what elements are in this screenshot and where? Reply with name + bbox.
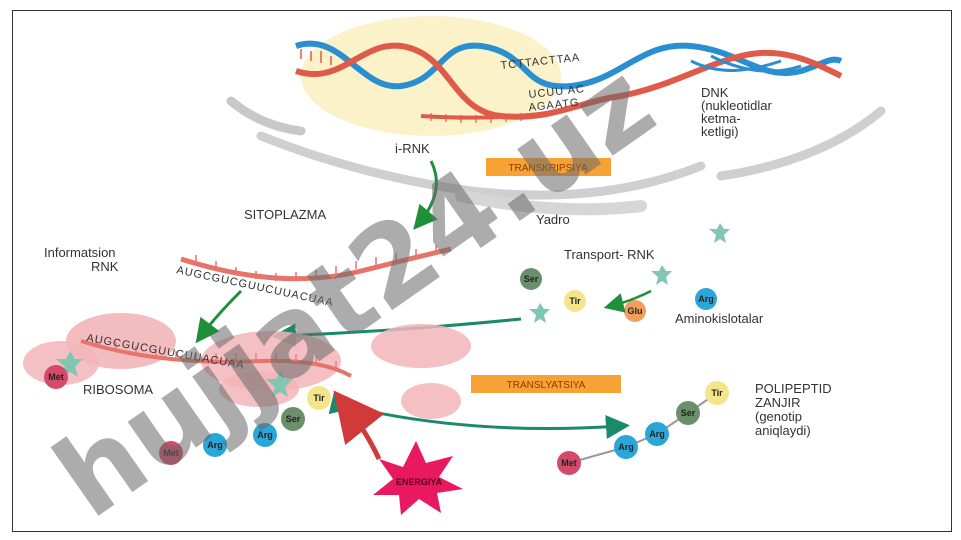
- svg-text:Tir: Tir: [313, 393, 325, 403]
- amino-arg-free: Arg: [695, 288, 717, 310]
- svg-text:Ser: Ser: [286, 414, 301, 424]
- i-rnk-label: i-RNK: [395, 141, 430, 156]
- svg-text:Met: Met: [48, 372, 64, 382]
- dna-sequence-mid: UCUU AC: [528, 83, 585, 101]
- amino-arg-ribosome-1: Arg: [253, 423, 277, 447]
- aminokislotalar-label: Aminokislotalar: [675, 311, 764, 326]
- trna-bound-center: [266, 371, 293, 397]
- ribosoma-label: RIBOSOMA: [83, 382, 153, 397]
- trna-icon-2: [651, 265, 672, 285]
- polipeptid-label-3: (genotip: [755, 409, 802, 424]
- amino-ser-ribosome: Ser: [281, 407, 305, 431]
- energy-arrow: [333, 390, 385, 461]
- dna-sequence-bottom: AGAATG: [528, 97, 580, 114]
- transkripsiya-box: [486, 158, 611, 176]
- mrna-to-ribosome-arrow: [195, 289, 243, 344]
- trna-icon-1: [709, 223, 730, 243]
- svg-text:Tir: Tir: [711, 388, 723, 398]
- translyatsiya-label: TRANSLYATSIYA: [507, 380, 586, 391]
- amino-ser-free: Ser: [520, 268, 542, 290]
- trna-bound-left: [56, 351, 83, 377]
- i-rnk-arrow: [413, 160, 438, 230]
- informatsion-label-1: Informatsion: [44, 245, 116, 260]
- mrna-strand: [180, 246, 452, 282]
- dna-helix: [295, 40, 843, 123]
- svg-text:Arg: Arg: [698, 294, 714, 304]
- amino-met-ribosome: Met: [44, 365, 68, 389]
- informatsion-label-2: RNK: [91, 259, 119, 274]
- ribosome-right-small: [401, 383, 461, 419]
- ribosome-mrna-strand: [80, 339, 352, 378]
- dnk-label-3: ketma-: [701, 111, 741, 126]
- svg-text:Ser: Ser: [524, 274, 539, 284]
- svg-text:Tir: Tir: [569, 296, 581, 306]
- nuclear-envelope-bottom: [455, 190, 647, 216]
- polipeptid-label-2: ZANJIR: [755, 395, 801, 410]
- ribosome-right: [371, 324, 471, 368]
- polipeptid-label-1: POLIPEPTID: [755, 381, 832, 396]
- amino-tir-ribosome: Tir: [307, 386, 331, 410]
- svg-text:Met: Met: [561, 458, 577, 468]
- amino-met-chain-left: Met: [159, 441, 183, 465]
- polypeptide-arg-1: Arg: [614, 435, 638, 459]
- polypeptide-arg-2: Arg: [645, 422, 669, 446]
- svg-text:Glu: Glu: [628, 306, 643, 316]
- translation-arrow: [328, 390, 630, 439]
- svg-text:Arg: Arg: [618, 442, 634, 452]
- diagram-frame: TCTTACTTAA UCUU AC AGAATG DNK (nukleotid…: [12, 10, 952, 532]
- yadro-label: Yadro: [536, 212, 570, 227]
- dnk-label-1: DNK: [701, 85, 729, 100]
- svg-text:Ser: Ser: [681, 408, 696, 418]
- nuclear-envelope-right: [716, 106, 886, 181]
- polipeptid-label-4: aniqlaydi): [755, 423, 811, 438]
- sitoplazma-label: SITOPLAZMA: [244, 207, 326, 222]
- polypeptide-met: Met: [557, 451, 581, 475]
- nuclear-envelope-left: [226, 96, 306, 136]
- svg-text:Arg: Arg: [257, 430, 273, 440]
- polypeptide-ser: Ser: [676, 401, 700, 425]
- energiya-star: [373, 441, 463, 515]
- transkripsiya-label: TRANSKRIPSIYA: [508, 163, 588, 174]
- amino-arg-ribosome-2: Arg: [203, 433, 227, 457]
- energiya-label: ENERGIYA: [396, 477, 443, 487]
- polypeptide-tir: Tir: [705, 381, 729, 405]
- nucleus-glow: [301, 16, 561, 136]
- amino-glu-free: Glu: [624, 300, 646, 322]
- protein-synthesis-diagram: TCTTACTTAA UCUU AC AGAATG DNK (nukleotid…: [23, 16, 886, 531]
- svg-text:Met: Met: [163, 448, 179, 458]
- svg-text:Arg: Arg: [649, 429, 665, 439]
- transport-rnk-label: Transport- RNK: [564, 247, 655, 262]
- dnk-label-2: (nukleotidlar: [701, 98, 772, 113]
- aa-to-trna-arrow: [603, 289, 652, 313]
- nuclear-envelope-arc: [256, 131, 706, 200]
- translyatsiya-box: [471, 375, 621, 393]
- trna-icon-3: [529, 303, 550, 323]
- svg-text:Arg: Arg: [207, 440, 223, 450]
- amino-tir-free: Tir: [564, 290, 586, 312]
- dnk-label-4: ketligi): [701, 124, 739, 139]
